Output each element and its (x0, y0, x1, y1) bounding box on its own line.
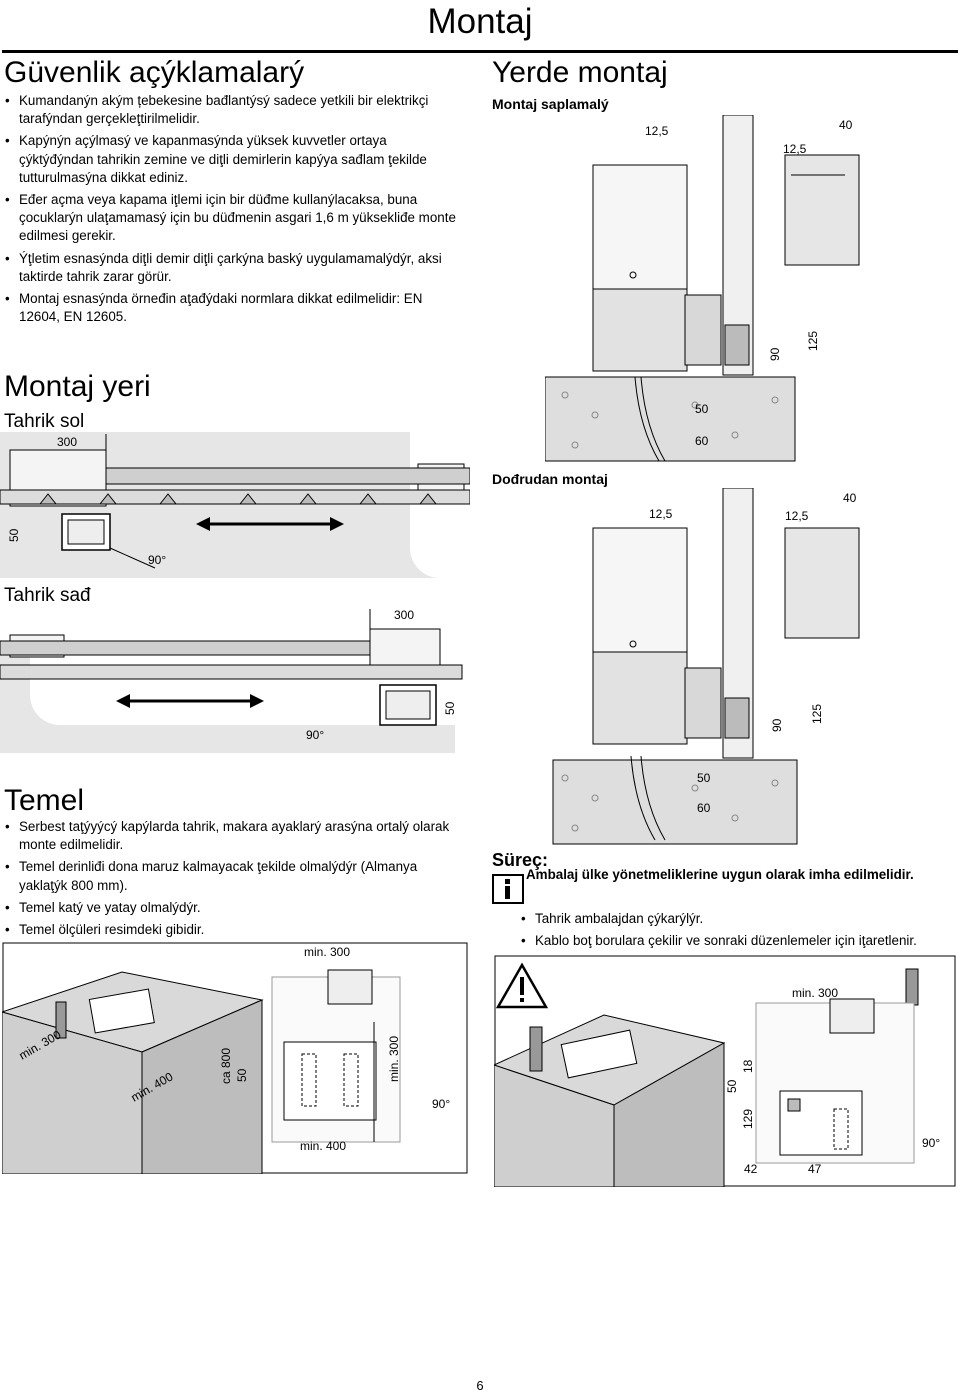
temel-item: Temel ölçüleri resimdeki gibidir. (4, 921, 464, 939)
page-number: 6 (476, 1378, 484, 1393)
page-header: Montaj (0, 0, 960, 53)
header-tab (414, 0, 544, 50)
dim-60: 60 (697, 801, 711, 815)
dim-300: 300 (57, 435, 77, 449)
safety-heading: Güvenlik açýklamalarý (4, 56, 305, 89)
montaj-yeri-heading: Montaj yeri (4, 370, 151, 403)
page-title: Montaj (427, 2, 533, 41)
temel-item: Temel katý ve yatay olmalýdýr. (4, 899, 464, 917)
dim-47: 47 (808, 1162, 822, 1176)
safety-item: Ýţletim esnasýnda diţli demir diţli çark… (4, 250, 464, 286)
dim-12-5: 12,5 (649, 507, 673, 521)
dim-50: 50 (443, 701, 457, 715)
dim-50: 50 (695, 402, 709, 416)
dim-90: 90° (432, 1097, 450, 1111)
dogrudan-diagram: 12,5 12,5 40 90 125 50 60 (545, 488, 875, 868)
dim-300: 300 (394, 608, 414, 622)
temel-list: Serbest taţýyýcý kapýlarda tahrik, makar… (4, 818, 464, 943)
dogrudan-label: Dođrudan montaj (492, 471, 608, 487)
safety-item: Kumandanýn akým țebekesine bađlantýsý sa… (4, 92, 464, 128)
temel-foundation-diagram: min. 300 min. 400 ca 800 min. 300 50 min… (2, 942, 468, 1174)
tahrik-sol-label: Tahrik sol (4, 411, 85, 432)
dim-50: 50 (7, 528, 21, 542)
temel-item: Serbest taţýyýcý kapýlarda tahrik, makar… (4, 818, 464, 854)
yerde-montaj-heading: Yerde montaj (492, 56, 668, 89)
dim-angle: 90° (148, 553, 166, 567)
dim-angle: 90° (306, 728, 324, 742)
dim-12-5: 12,5 (783, 142, 807, 156)
dim-40: 40 (839, 118, 853, 132)
header-rule (2, 50, 958, 53)
saplama-diagram: 12,5 12,5 40 90 125 50 60 (545, 115, 875, 465)
dim-60: 60 (695, 434, 709, 448)
surec-item: Kablo boţ borulara çekilir ve sonraki dü… (520, 932, 950, 950)
surec-list: Tahrik ambalajdan çýkarýlýr. Kablo boţ b… (520, 910, 950, 954)
dim-125: 125 (810, 704, 824, 724)
safety-item: Kapýnýn açýlmasý ve kapanmasýnda yüksek … (4, 132, 464, 187)
temel-heading: Temel (4, 784, 85, 817)
dim-12-5: 12,5 (785, 509, 809, 523)
surec-diagram: min. 300 50 18 129 42 47 90° (494, 955, 956, 1187)
surec-notice: Ambalaj ülke yönetmeliklerine uygun olar… (526, 867, 914, 882)
saplama-label: Montaj saplamalý (492, 96, 609, 112)
dim-min300-top: min. 300 (304, 945, 350, 959)
dim-129: 129 (741, 1109, 755, 1129)
surec-item: Tahrik ambalajdan çýkarýlýr. (520, 910, 950, 928)
dim-12-5: 12,5 (645, 124, 669, 138)
dim-90: 90 (770, 718, 784, 732)
tahrik-sag-diagram: 300 90° 50 (0, 605, 470, 755)
dim-42: 42 (744, 1162, 758, 1176)
dim-50: 50 (697, 771, 711, 785)
dim-125: 125 (806, 331, 820, 351)
info-icon (492, 874, 524, 904)
dim-min400-bottom: min. 400 (300, 1139, 346, 1153)
tahrik-sag-label: Tahrik sađ (4, 585, 91, 606)
dim-50: 50 (725, 1079, 739, 1093)
tahrik-sol-diagram: 300 90° 50 (0, 430, 470, 580)
dim-ca800: ca 800 (219, 1048, 233, 1084)
dim-18: 18 (741, 1059, 755, 1073)
safety-item: Montaj esnasýnda örneđin aţađýdaki norml… (4, 290, 464, 326)
dim-min300-side: min. 300 (387, 1036, 401, 1082)
dim-50: 50 (235, 1068, 249, 1082)
warning-icon (495, 962, 549, 1009)
safety-list: Kumandanýn akým țebekesine bađlantýsý sa… (4, 92, 464, 330)
surec-heading: Süreç: (492, 850, 549, 870)
dim-90: 90 (768, 347, 782, 361)
safety-item: Eđer açma veya kapama iţlemi için bir dü… (4, 191, 464, 246)
dim-40: 40 (843, 491, 857, 505)
dim-min300: min. 300 (792, 986, 838, 1000)
temel-item: Temel derinliđi dona maruz kalmayacak ţe… (4, 858, 464, 894)
dim-90: 90° (922, 1136, 940, 1150)
